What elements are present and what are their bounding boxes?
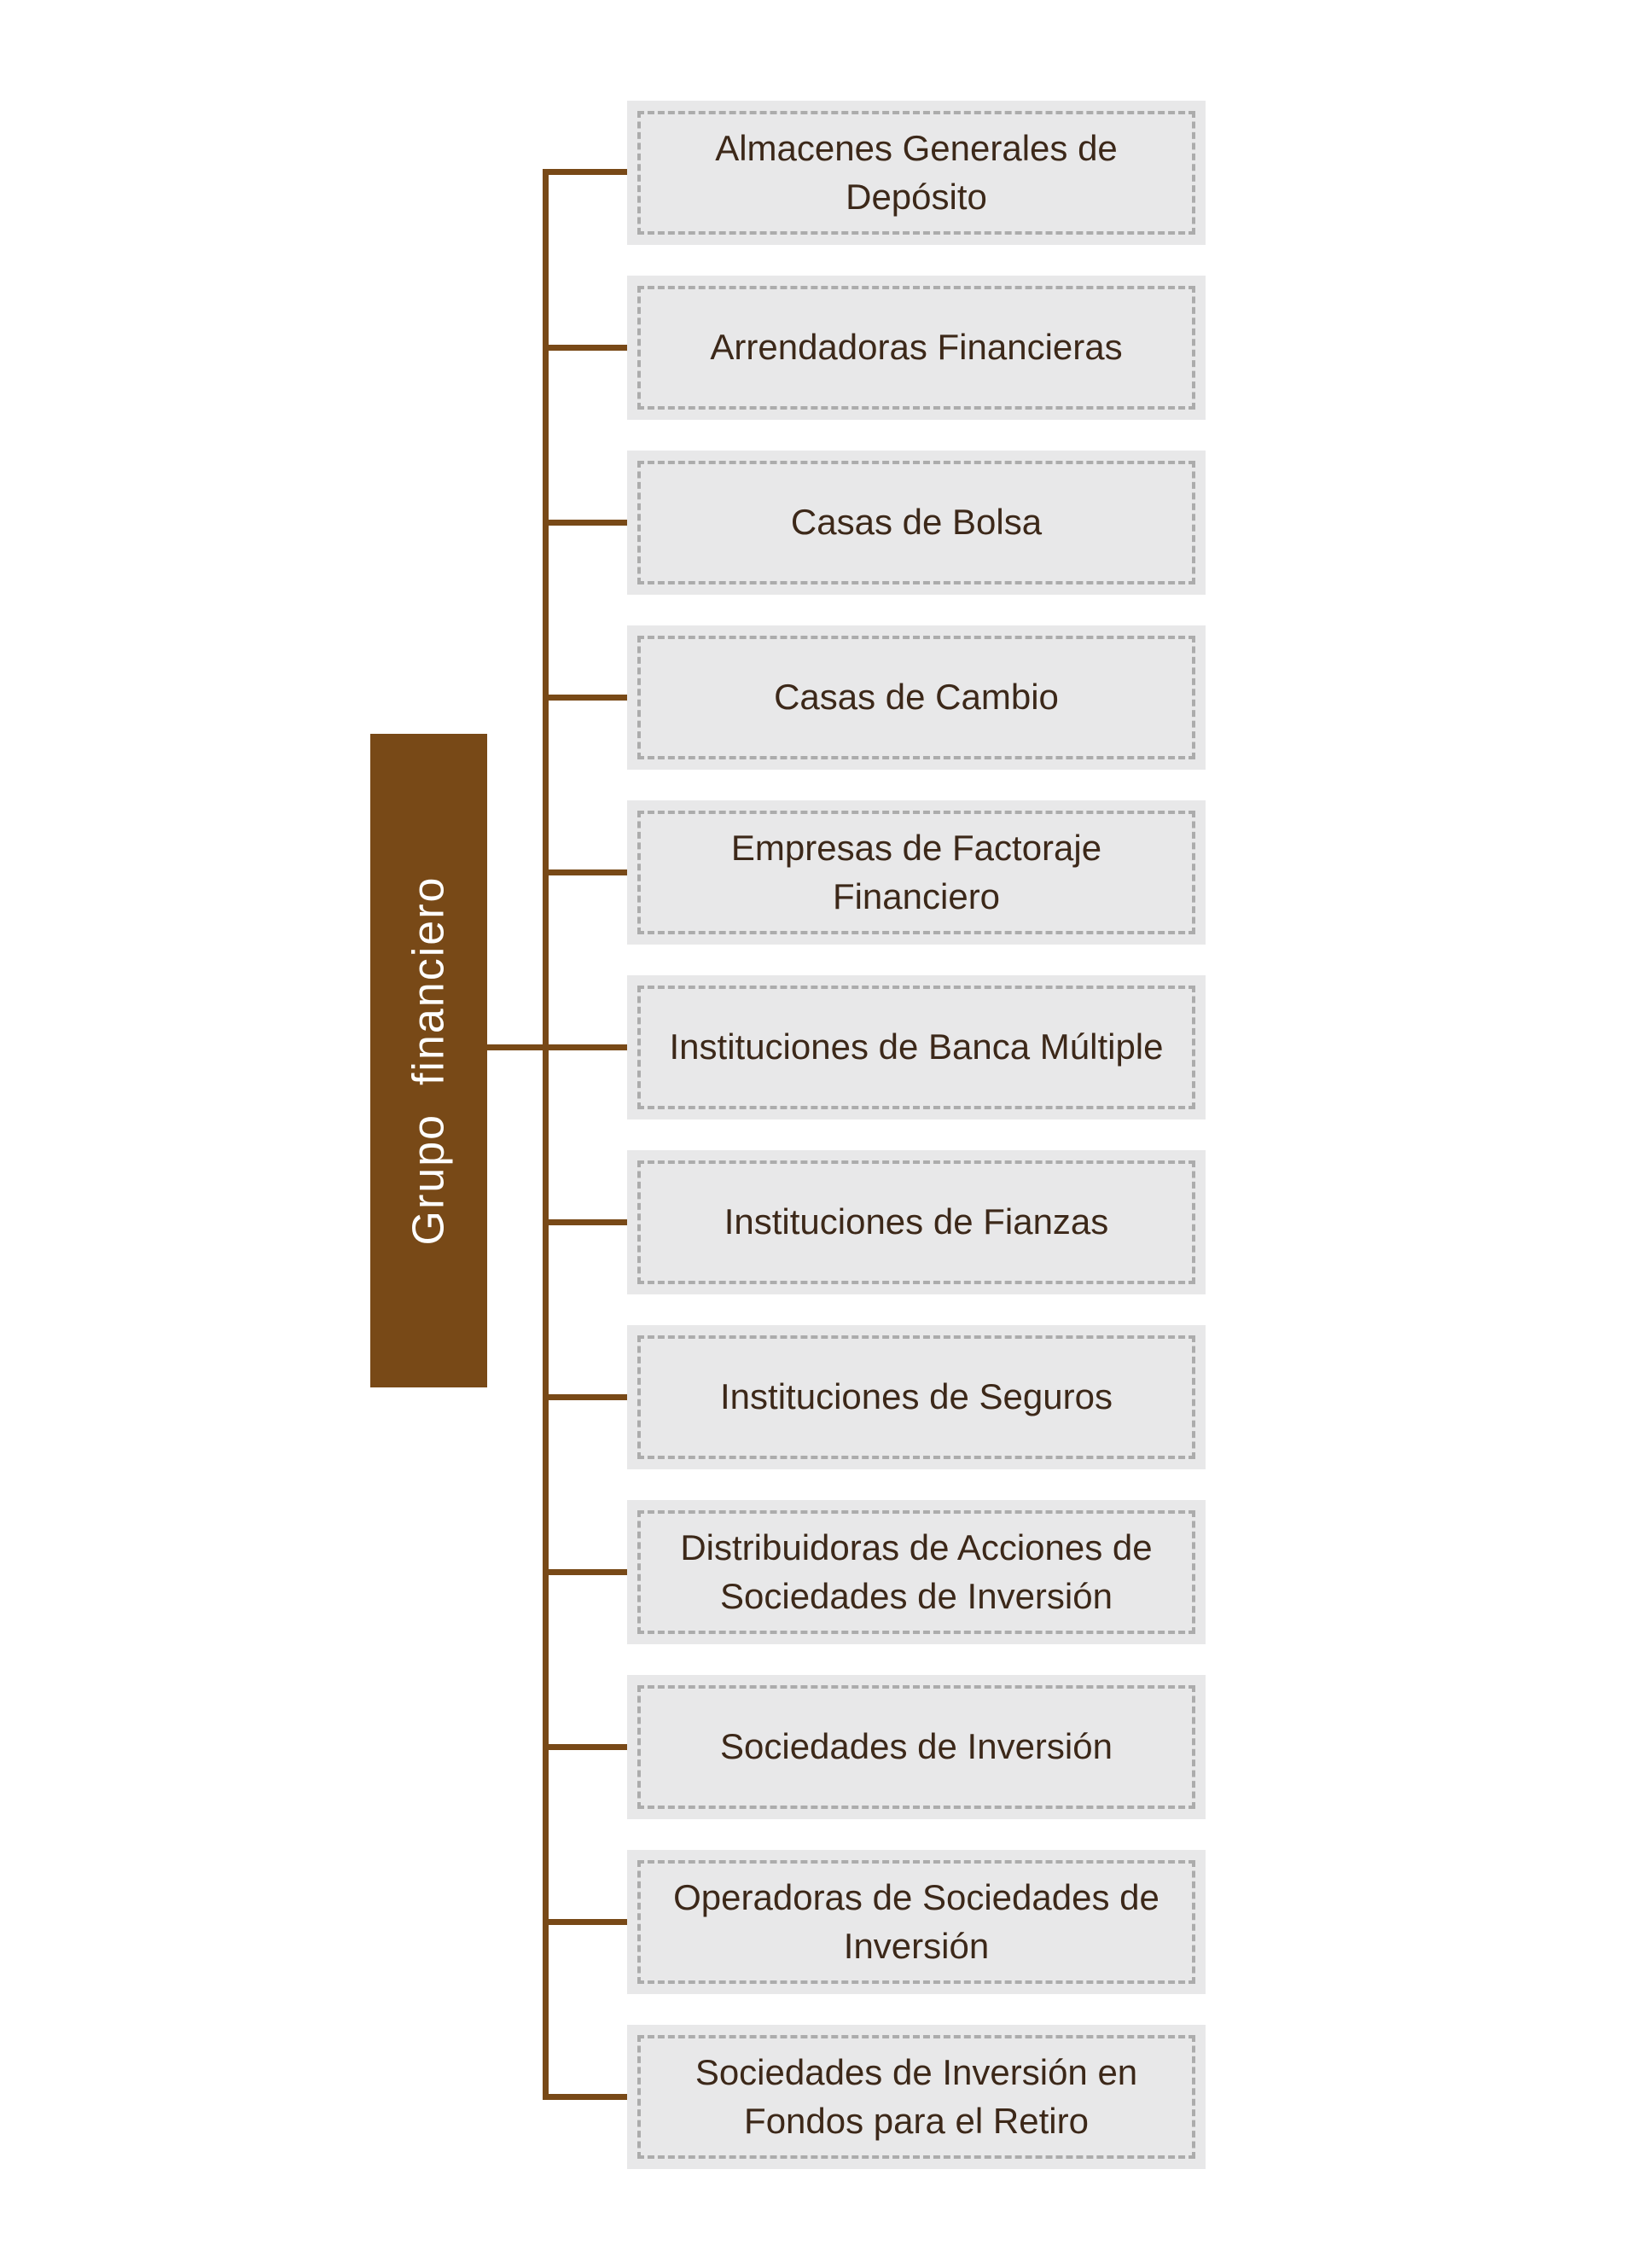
org-node-label: Instituciones de Banca Múltiple: [669, 1026, 1164, 1067]
org-node-casas-de-cambio: Casas de Cambio: [627, 625, 1206, 770]
org-node-label: Operadoras de Sociedades de Inversión: [673, 1876, 1160, 1966]
connector-stub: [543, 695, 628, 701]
org-node-border: Instituciones de Seguros: [637, 1335, 1195, 1459]
org-node-border: Empresas de Factoraje Financiero: [637, 811, 1195, 934]
connector-stub: [543, 520, 628, 526]
org-node-border: Sociedades de Inversión en Fondos para e…: [637, 2035, 1195, 2159]
org-node-border: Almacenes Generales de Depósito: [637, 111, 1195, 235]
org-node-label: Empresas de Factoraje Financiero: [730, 827, 1102, 916]
org-node-label: Sociedades de Inversión en Fondos para e…: [695, 2051, 1138, 2141]
org-node-fondos-retiro: Sociedades de Inversión en Fondos para e…: [627, 2025, 1206, 2169]
connector-stub: [543, 1219, 628, 1225]
org-node-border: Distribuidoras de Acciones de Sociedades…: [637, 1510, 1195, 1634]
connector-stub: [543, 1744, 628, 1750]
org-node-banca-multiple: Instituciones de Banca Múltiple: [627, 975, 1206, 1119]
org-node-arrendadoras-financieras: Arrendadoras Financieras: [627, 276, 1206, 420]
org-node-border: Casas de Cambio: [637, 636, 1195, 759]
connector-stub: [543, 169, 628, 175]
trunk-line: [543, 169, 549, 2099]
org-node-empresas-factoraje: Empresas de Factoraje Financiero: [627, 800, 1206, 945]
org-node-border: Operadoras de Sociedades de Inversión: [637, 1860, 1195, 1984]
org-node-border: Arrendadoras Financieras: [637, 286, 1195, 410]
connector-stub: [543, 2094, 628, 2100]
org-node-label: Sociedades de Inversión: [720, 1726, 1113, 1767]
org-node-sociedades-inversion: Sociedades de Inversión: [627, 1675, 1206, 1819]
connector-stub: [543, 345, 628, 351]
connector-stub: [543, 1569, 628, 1575]
org-node-label: Distribuidoras de Acciones de Sociedades…: [680, 1527, 1153, 1616]
org-node-label: Instituciones de Fianzas: [724, 1201, 1109, 1242]
org-node-label: Almacenes Generales de Depósito: [715, 127, 1118, 217]
org-node-instituciones-fianzas: Instituciones de Fianzas: [627, 1150, 1206, 1294]
org-node-border: Sociedades de Inversión: [637, 1685, 1195, 1809]
org-node-border: Instituciones de Fianzas: [637, 1160, 1195, 1284]
org-node-operadoras-sociedades: Operadoras de Sociedades de Inversión: [627, 1850, 1206, 1994]
connector-stub: [543, 1919, 628, 1925]
org-node-label: Casas de Cambio: [774, 677, 1059, 718]
org-node-border: Casas de Bolsa: [637, 461, 1195, 584]
connector-stub: [543, 1394, 628, 1400]
org-node-almacenes-generales: Almacenes Generales de Depósito: [627, 101, 1206, 245]
org-node-label: Casas de Bolsa: [790, 502, 1043, 543]
org-node-border: Instituciones de Banca Múltiple: [637, 986, 1195, 1109]
root-node-label: Grupo financiero: [404, 875, 454, 1246]
org-node-distribuidoras-acciones: Distribuidoras de Acciones de Sociedades…: [627, 1500, 1206, 1644]
connector-stub: [543, 1044, 628, 1050]
org-node-casas-de-bolsa: Casas de Bolsa: [627, 451, 1206, 595]
org-node-instituciones-seguros: Instituciones de Seguros: [627, 1325, 1206, 1469]
org-node-label: Arrendadoras Financieras: [710, 327, 1123, 368]
org-node-label: Instituciones de Seguros: [720, 1376, 1113, 1417]
connector-stub: [543, 869, 628, 875]
root-node-grupo-financiero: Grupo financiero: [370, 734, 487, 1387]
